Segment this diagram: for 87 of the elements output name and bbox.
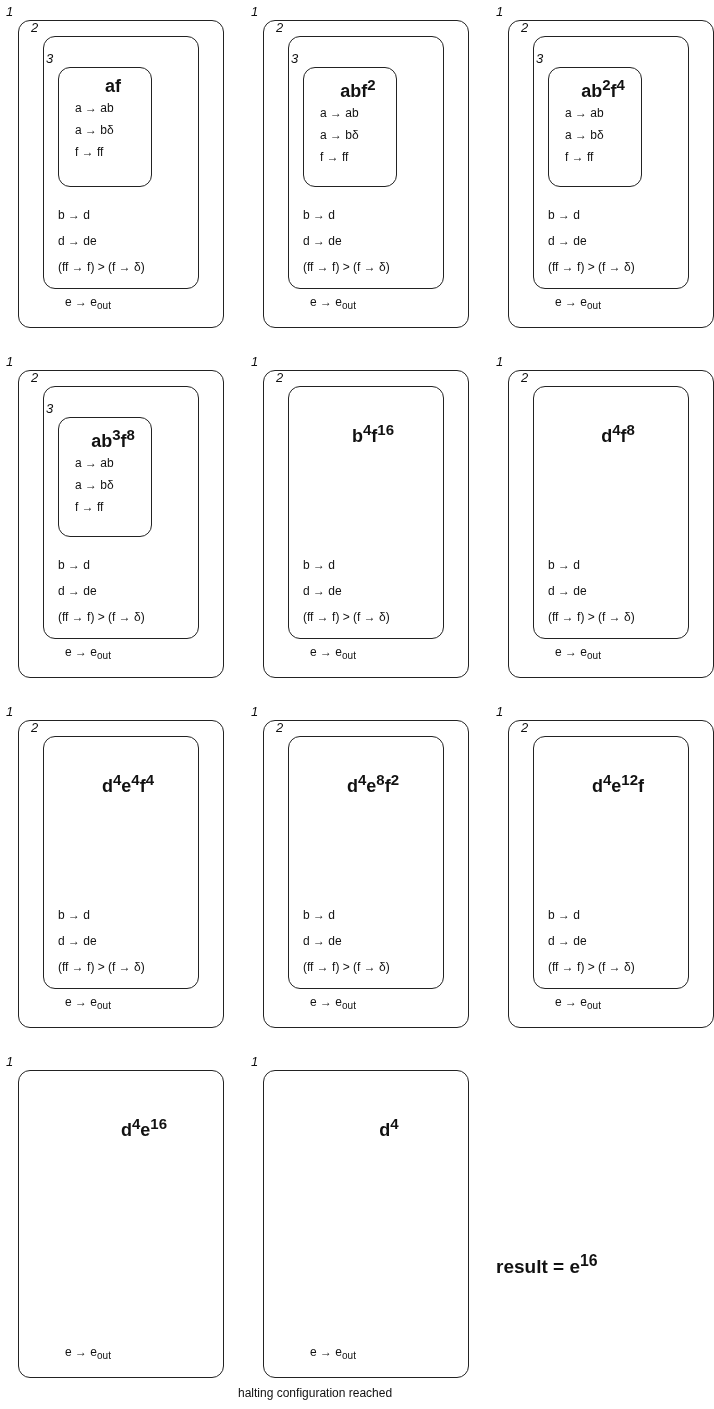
multiset-text: af — [105, 76, 121, 97]
membrane-label: 3 — [46, 401, 54, 416]
membrane-label: 3 — [46, 51, 54, 66]
rule-text: e → e$_{out}$ — [310, 993, 356, 1013]
rule-text: e → e$_{out}$ — [65, 993, 111, 1013]
multiset-text: b$^{4}$f$^{16}$ — [352, 421, 394, 447]
rule-text: a → bδ — [320, 127, 359, 144]
membrane-label: 2 — [521, 20, 529, 35]
rule-text: b → d — [58, 207, 90, 224]
rule-text: e → e$_{out}$ — [65, 293, 111, 313]
membrane-label: 1 — [251, 1054, 259, 1069]
rule-text: (ff → f) > (f → δ) — [548, 959, 635, 976]
membrane-label: 1 — [6, 4, 14, 19]
rule-text: a → ab — [75, 100, 114, 117]
rule-text: d → de — [303, 583, 342, 600]
membrane-label: 2 — [31, 370, 39, 385]
rule-text: d → de — [548, 233, 587, 250]
membrane-label: 2 — [276, 370, 284, 385]
rule-text: (ff → f) > (f → δ) — [548, 259, 635, 276]
rule-text: e → e$_{out}$ — [310, 1343, 356, 1363]
rule-text: b → d — [548, 557, 580, 574]
rule-text: e → e$_{out}$ — [310, 293, 356, 313]
rule-text: (ff → f) > (f → δ) — [548, 609, 635, 626]
rule-text: e → e$_{out}$ — [555, 993, 601, 1013]
rule-text: a → bδ — [75, 122, 114, 139]
rule-text: (ff → f) > (f → δ) — [303, 259, 390, 276]
membrane-label: 2 — [31, 20, 39, 35]
multiset-text: d$^{4}$e$^{12}$f — [591, 771, 644, 797]
rule-text: e → e$_{out}$ — [310, 643, 356, 663]
rule-text: (ff → f) > (f → δ) — [58, 959, 145, 976]
multiset-text: ab$^{2}$f$^{4}$ — [581, 76, 625, 102]
caption-text: halting configuration reached — [238, 1386, 393, 1400]
rule-text: f → ff — [320, 149, 349, 166]
membrane-label: 1 — [496, 354, 504, 369]
membrane-label: 2 — [31, 720, 39, 735]
rule-text: d → de — [548, 583, 587, 600]
multiset-text: d$^{4}$e$^{16}$ — [120, 1115, 167, 1141]
membrane-label: 2 — [276, 720, 284, 735]
rule-text: e → e$_{out}$ — [555, 293, 601, 313]
membrane-label: 1 — [251, 354, 259, 369]
membrane-label: 1 — [251, 4, 259, 19]
membrane-label: 3 — [536, 51, 544, 66]
rule-text: d → de — [303, 933, 342, 950]
membrane-label: 1 — [6, 704, 14, 719]
result-text: result = e$^{16}$ — [496, 1252, 598, 1279]
rule-text: e → e$_{out}$ — [65, 643, 111, 663]
rule-text: d → de — [58, 933, 97, 950]
membrane-label: 1 — [496, 4, 504, 19]
membrane-label: 1 — [496, 704, 504, 719]
rule-text: b → d — [303, 207, 335, 224]
multiset-text: abf$^{2}$ — [340, 76, 376, 102]
multiset-text: d$^{4}$f$^{8}$ — [601, 421, 635, 447]
rule-text: d → de — [58, 233, 97, 250]
rule-text: f → ff — [75, 499, 104, 516]
rule-text: b → d — [303, 907, 335, 924]
rule-text: (ff → f) > (f → δ) — [303, 609, 390, 626]
rule-text: b → d — [58, 907, 90, 924]
rule-text: a → bδ — [565, 127, 604, 144]
membrane-label: 1 — [6, 354, 14, 369]
rule-text: a → ab — [75, 455, 114, 472]
multiset-text: d$^{4}$ — [379, 1115, 399, 1141]
rule-text: (ff → f) > (f → δ) — [58, 259, 145, 276]
membrane-label: 1 — [251, 704, 259, 719]
membrane-label: 1 — [6, 1054, 14, 1069]
multiset-text: d$^{4}$e$^{8}$f$^{2}$ — [346, 771, 399, 797]
rule-text: a → bδ — [75, 477, 114, 494]
rule-text: f → ff — [75, 144, 104, 161]
rule-text: b → d — [548, 207, 580, 224]
membrane-label: 2 — [276, 20, 284, 35]
rule-text: d → de — [58, 583, 97, 600]
rule-text: (ff → f) > (f → δ) — [58, 609, 145, 626]
membrane-label: 2 — [521, 720, 529, 735]
rule-text: e → e$_{out}$ — [65, 1343, 111, 1363]
rule-text: a → ab — [565, 105, 604, 122]
membrane-label: 2 — [521, 370, 529, 385]
multiset-text: d$^{4}$e$^{4}$f$^{4}$ — [101, 771, 154, 797]
rule-text: b → d — [58, 557, 90, 574]
rule-text: f → ff — [565, 149, 594, 166]
rule-text: (ff → f) > (f → δ) — [303, 959, 390, 976]
rule-text: d → de — [548, 933, 587, 950]
rule-text: e → e$_{out}$ — [555, 643, 601, 663]
multiset-text: ab$^{3}$f$^{8}$ — [91, 426, 135, 452]
membrane-label: 3 — [291, 51, 299, 66]
rule-text: b → d — [548, 907, 580, 924]
rule-text: b → d — [303, 557, 335, 574]
rule-text: d → de — [303, 233, 342, 250]
rule-text: a → ab — [320, 105, 359, 122]
